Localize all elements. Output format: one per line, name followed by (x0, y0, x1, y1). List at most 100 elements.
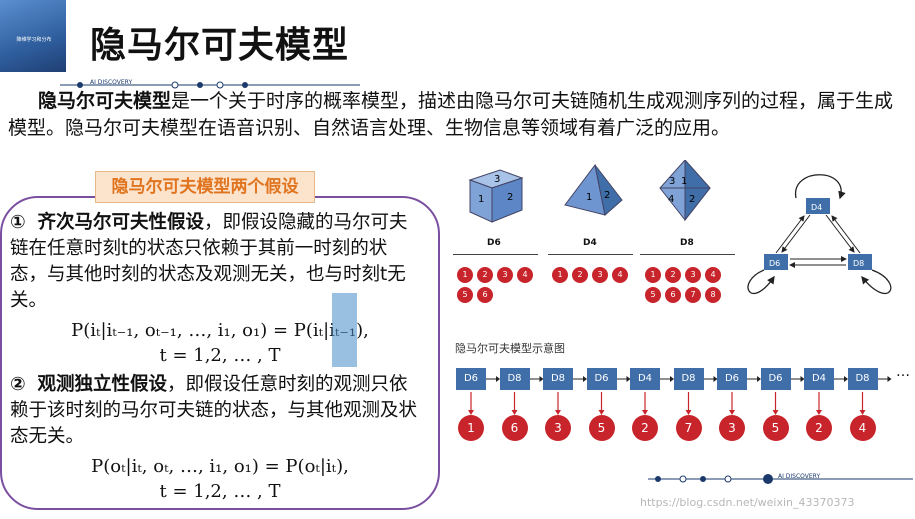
intro-paragraph: 隐马尔可夫模型是一个关于时序的概率模型，描述由隐马尔可夫链随机生成观测序列的过程… (8, 88, 898, 142)
die-face-number: 2 (689, 194, 695, 205)
brand-label: AI DISCOVERY (778, 473, 821, 480)
transition-arrowhead (539, 376, 544, 382)
state-transition-graph: D4 D6 D8 (747, 174, 892, 295)
state-node-label: D8 (853, 259, 864, 268)
die-face-ball: 5 (645, 287, 661, 303)
observation-circle: 2 (632, 415, 658, 441)
die-face-number: 3 (669, 176, 675, 187)
die-face-ball: 1 (645, 267, 661, 283)
transition-arrowhead (583, 376, 587, 382)
observation-circle: 4 (849, 415, 876, 441)
die-face-ball: 2 (572, 267, 588, 283)
dice-illustrations: 3 1 2 1 2 3 1 4 2 (468, 160, 711, 223)
d4-divider (548, 254, 633, 255)
assumption-text: ，即假设任意时刻的观测只依赖于该时刻的马尔可夫链的状态，与其他观测及状态无关。 (10, 374, 418, 447)
hidden-state-box: D4 (630, 368, 660, 390)
die-face-ball: 4 (612, 267, 628, 283)
transition-arrowhead (626, 376, 631, 382)
emission-arrowhead (729, 410, 735, 415)
d4-label: D4 (583, 238, 597, 248)
die-face-ball: 3 (592, 267, 608, 283)
transition-arrowhead (496, 376, 500, 382)
hidden-state-box: D6 (717, 368, 747, 390)
die-face-ball: 5 (457, 287, 473, 303)
emission-arrowhead (598, 410, 605, 415)
die-face-ball: 4 (517, 267, 533, 283)
die-face-ball: 3 (497, 267, 513, 283)
assumption-name: 观测独立性假设 (37, 374, 167, 395)
hidden-state-box: D6 (586, 368, 617, 390)
intro-text: 是一个关于时序的概率模型，描述由隐马尔可夫链随机生成观测序列的过程，属于生成模型… (8, 90, 894, 139)
observation-circle: 3 (719, 415, 745, 441)
hmm-chain-arrows (468, 376, 892, 415)
die-face-number: 2 (507, 192, 513, 203)
die-face-ball: 6 (477, 287, 493, 303)
item-number: ② (10, 374, 26, 395)
transition-arrowhead (844, 376, 848, 382)
observation-circle: 2 (806, 415, 832, 441)
observation-circle: 5 (588, 415, 615, 441)
transition-arrowhead (670, 376, 674, 382)
emission-arrowhead (555, 410, 561, 415)
watermark-url: https://blog.csdn.net/weixin_43370373 (640, 496, 855, 509)
observation-circle: 5 (762, 415, 789, 441)
emission-arrowhead (685, 410, 692, 415)
highlight-bar (332, 293, 357, 367)
brand-line-top: AI DISCOVERY (60, 76, 360, 95)
assumption-2-formula: P(oₜ|iₜ, oₜ, …, i₁, o₁) = P(oₜ|iₜ), (91, 456, 349, 477)
assumption-item-2: ② 观测独立性假设，即假设任意时刻的观测只依赖于该时刻的马尔可夫链的状态，与其他… (10, 372, 420, 450)
transition-arrowhead (713, 376, 718, 382)
observation-circle: 3 (545, 415, 571, 441)
hidden-state-box: D8 (543, 368, 573, 390)
assumption-item-1: ① 齐次马尔可夫性假设，即假设隐藏的马尔可夫链在任意时刻t的状态只依赖于其前一时… (10, 210, 420, 314)
d8-label: D8 (680, 238, 694, 248)
observation-circle: 1 (458, 415, 484, 441)
die-face-ball: 1 (552, 267, 568, 283)
die-face-number: 4 (668, 194, 674, 205)
hidden-state-box: D6 (760, 368, 791, 390)
emission-arrowhead (859, 410, 866, 415)
intro-term: 隐马尔可夫模型 (38, 90, 172, 112)
d6-cube-icon: 3 1 2 (468, 169, 524, 223)
brand-line-bottom: AI DISCOVERY (648, 470, 913, 489)
chain-ellipsis: … (896, 364, 910, 380)
die-face-ball: 4 (705, 267, 721, 283)
assumptions-heading: 隐马尔可夫模型两个假设 (95, 171, 315, 203)
assumption-1-range: t = 1,2, … , T (159, 345, 281, 366)
observation-circle: 7 (675, 415, 702, 441)
transition-arrowhead (887, 376, 892, 382)
timeline-decoration (60, 81, 360, 89)
hidden-state-box: D8 (499, 368, 530, 390)
d8-octahedron-icon: 3 1 4 2 (659, 160, 711, 222)
die-face-ball: 2 (477, 267, 493, 283)
assumption-name: 齐次马尔可夫性假设 (37, 212, 204, 233)
assumption-text: ，即假设隐藏的马尔可夫链在任意时刻t的状态只依赖于其前一时刻的状态，与其他时刻的… (10, 212, 408, 311)
item-number: ① (10, 212, 26, 233)
die-face-ball: 6 (665, 287, 681, 303)
die-face-number: 2 (604, 190, 610, 201)
assumption-2-range: t = 1,2, … , T (159, 481, 281, 502)
hidden-state-box: D4 (804, 368, 834, 390)
state-node-label: D4 (811, 203, 822, 212)
d4-tetrahedron-icon: 1 2 (564, 163, 623, 216)
book-cover-text: 降维学习和分布 (16, 37, 52, 43)
die-face-number: 1 (681, 176, 687, 187)
emission-arrowhead (511, 410, 518, 415)
die-face-number: 1 (586, 192, 592, 203)
die-face-ball: 1 (457, 267, 473, 283)
hidden-state-box: D8 (673, 368, 704, 390)
brand-label: AI DISCOVERY (90, 79, 133, 86)
diagram-caption: 隐马尔可夫模型示意图 (455, 342, 565, 355)
hidden-state-box: D6 (456, 368, 486, 390)
emission-arrowhead (816, 410, 822, 415)
emission-arrowhead (772, 410, 779, 415)
transition-arrowhead (800, 376, 805, 382)
d6-label: D6 (487, 238, 501, 248)
hidden-state-box: D8 (847, 368, 878, 390)
timeline-decoration (648, 474, 913, 484)
die-face-ball: 2 (665, 267, 681, 283)
die-face-ball: 7 (685, 287, 701, 303)
emission-arrowhead (468, 410, 474, 415)
page-title: 隐马尔可夫模型 (90, 25, 350, 66)
transition-arrowhead (757, 376, 761, 382)
